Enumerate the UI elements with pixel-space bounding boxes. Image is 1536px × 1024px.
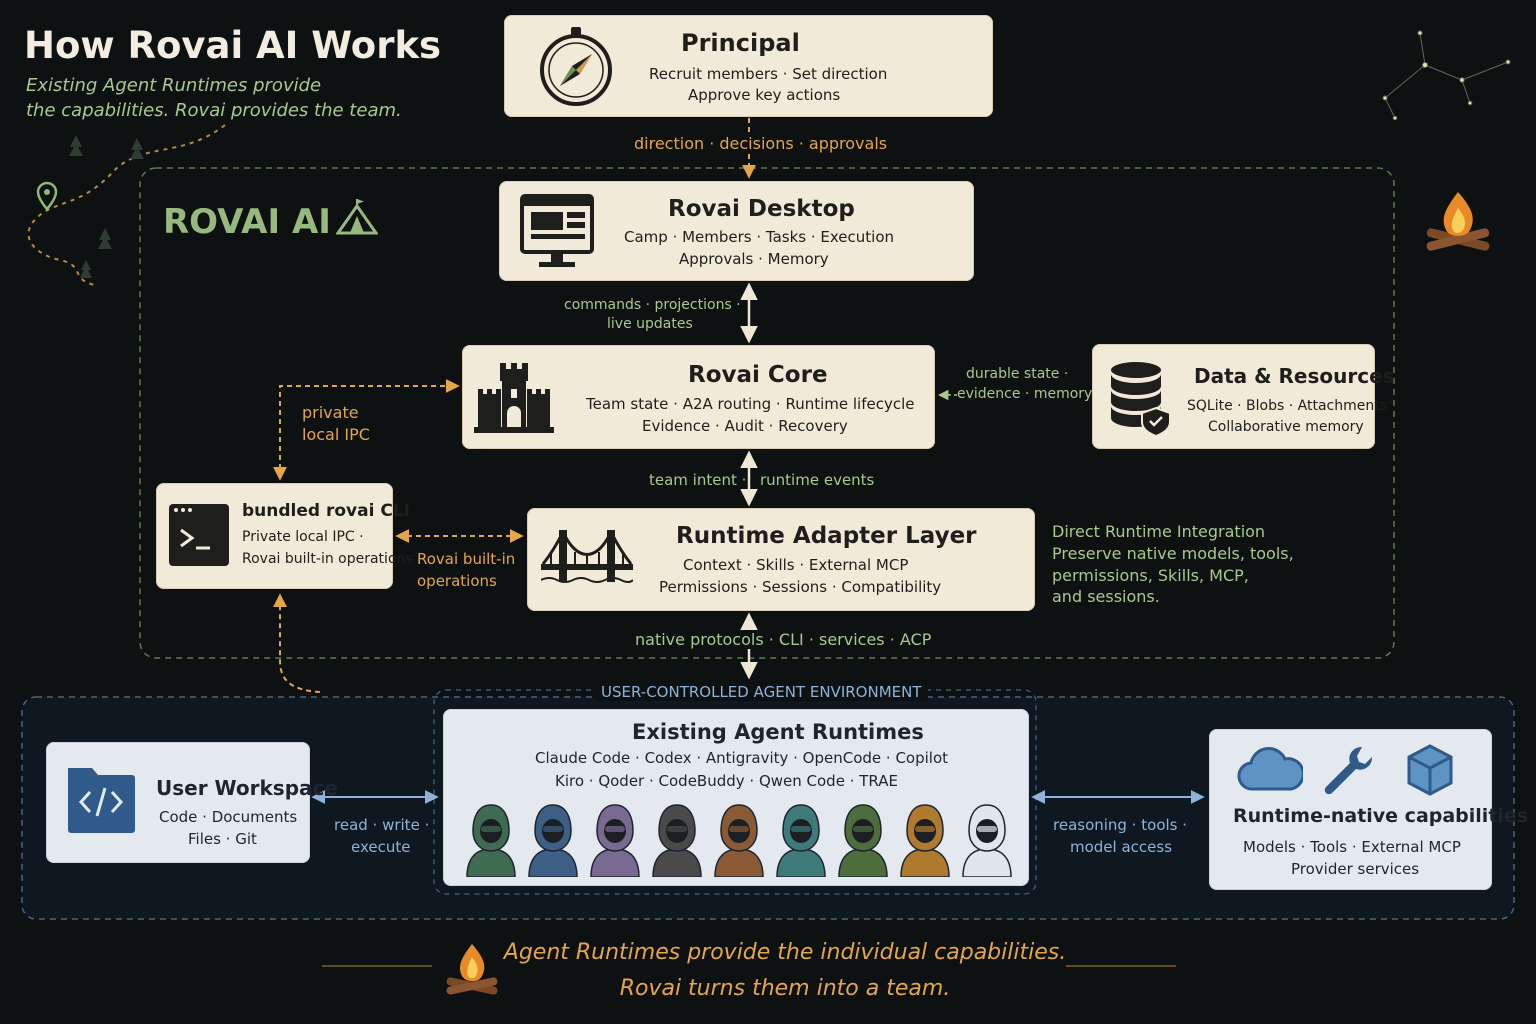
rovai-core-line1: Team state · A2A routing · Runtime lifec…: [586, 395, 915, 413]
flow-reasoning-label-line2: model access: [1070, 838, 1173, 856]
footer-line2: Rovai turns them into a team.: [619, 976, 951, 1001]
principal-card[interactable]: Principal Recruit members · Set directio…: [504, 15, 993, 117]
flow-runtime-events-label: runtime events: [760, 471, 875, 489]
code-folder-icon: [68, 768, 135, 833]
castle-icon: [474, 363, 554, 433]
agent-runtimes-card[interactable]: Existing Agent Runtimes Claude Code · Co…: [443, 709, 1029, 886]
rovai-desktop-line1: Camp · Members · Tasks · Execution: [624, 228, 895, 246]
data-resources-card[interactable]: Data & Resources SQLite · Blobs · Attach…: [1092, 344, 1395, 449]
rovai-core-title: Rovai Core: [688, 362, 828, 388]
direct-integration-line3: and sessions.: [1052, 587, 1160, 606]
runtime-adapter-line2: Permissions · Sessions · Compatibility: [659, 578, 942, 596]
user-workspace-card[interactable]: User Workspace Code · Documents Files · …: [46, 742, 338, 863]
page-title: How Rovai AI Works: [24, 24, 442, 67]
rovai-core-line2: Evidence · Audit · Recovery: [642, 417, 848, 435]
flow-ops-label-line2: operations: [417, 572, 497, 590]
agent-avatar-icon: [838, 804, 888, 877]
env-cli-arrow: [273, 593, 321, 693]
constellation-decoration: [1382, 30, 1511, 121]
data-resources-line2: Collaborative memory: [1208, 419, 1364, 435]
runtime-adapter-line1: Context · Skills · External MCP: [683, 556, 909, 574]
rovai-desktop-line2: Approvals · Memory: [679, 250, 829, 268]
agent-avatar-icon: [652, 804, 702, 877]
direct-integration-title: Direct Runtime Integration: [1052, 522, 1266, 541]
map-pin-icon: [36, 181, 58, 211]
footer-line1: Agent Runtimes provide the individual ca…: [503, 940, 1067, 965]
user-env-zone-label: USER-CONTROLLED AGENT ENVIRONMENT: [595, 683, 928, 701]
user-workspace-line2: Files · Git: [188, 830, 257, 848]
page-subtitle-line2: the capabilities. Rovai provides the tea…: [26, 100, 402, 121]
bridge-icon: [541, 530, 633, 583]
rovai-cli-card[interactable]: bundled rovai CLI Private local IPC · Ro…: [156, 483, 413, 589]
campfire-icon: [1426, 192, 1490, 251]
cli-core-arrow: [273, 379, 460, 481]
runtime-adapter-card[interactable]: Runtime Adapter Layer Context · Skills ·…: [527, 508, 1035, 611]
user-workspace-line1: Code · Documents: [159, 808, 298, 826]
flow-team-intent-label: team intent ·: [649, 471, 747, 489]
cloud-icon: [1237, 747, 1303, 791]
database-icon: [1111, 362, 1171, 436]
principal-line2: Approve key actions: [688, 86, 841, 104]
agent-avatar-icon: [900, 804, 950, 877]
rovai-desktop-card[interactable]: Rovai Desktop Camp · Members · Tasks · E…: [499, 181, 974, 281]
data-resources-title: Data & Resources: [1194, 364, 1395, 388]
direct-integration-line2: permissions, Skills, MCP,: [1052, 566, 1249, 585]
runtime-capabilities-title: Runtime-native capabilities: [1233, 805, 1529, 827]
tent-icon: [336, 199, 378, 235]
principal-line1: Recruit members · Set direction: [649, 65, 888, 83]
flow-ipc-label-line1: private: [302, 403, 359, 422]
flow-ipc-label-line2: local IPC: [302, 425, 370, 444]
flow-principal-label: direction · decisions · approvals: [632, 134, 890, 153]
wrench-icon: [1324, 746, 1373, 795]
rovai-cli-title: bundled rovai CLI: [242, 501, 410, 521]
compass-icon: [540, 27, 612, 106]
flow-workspace-label-line2: execute: [351, 838, 411, 856]
rovai-core-card[interactable]: Rovai Core Team state · A2A routing · Ru…: [462, 345, 935, 449]
rovai-cli-line1: Private local IPC ·: [242, 529, 364, 545]
rovai-zone-border: [139, 167, 1395, 659]
flow-reasoning-label-line1: reasoning · tools ·: [1053, 816, 1188, 834]
principal-title: Principal: [681, 29, 800, 57]
data-resources-line1: SQLite · Blobs · Attachments: [1187, 398, 1388, 414]
runtime-adapter-title: Runtime Adapter Layer: [676, 523, 977, 549]
agent-avatar-icon: [590, 804, 640, 877]
box-icon: [1407, 744, 1453, 796]
flow-desktop-label-line1: commands · projections ·: [564, 297, 741, 313]
agent-runtimes-title: Existing Agent Runtimes: [632, 720, 924, 744]
agent-avatar-icon: [466, 804, 516, 877]
flow-data-label-line2: evidence · memory: [957, 386, 1093, 402]
terminal-icon: [169, 504, 229, 566]
agent-avatars-row: [459, 801, 1015, 879]
flow-workspace-label-line1: read · write ·: [334, 816, 430, 834]
runtime-capabilities-line1: Models · Tools · External MCP: [1243, 838, 1461, 856]
trail-decoration: [27, 124, 226, 286]
agent-runtimes-line1: Claude Code · Codex · Antigravity · Open…: [535, 749, 949, 767]
agent-avatar-icon: [962, 804, 1012, 877]
rovai-cli-line2: Rovai built-in operations: [242, 551, 413, 567]
flow-ops-label-line1: Rovai built-in: [417, 550, 516, 568]
flow-desktop-label-line2: live updates: [607, 316, 693, 332]
flow-data-label-line1: durable state ·: [966, 366, 1069, 382]
footer-campfire-icon: [446, 944, 498, 995]
user-workspace-title: User Workspace: [156, 776, 338, 800]
agent-avatar-icon: [714, 804, 764, 877]
rovai-zone-label: ROVAI AI: [163, 202, 331, 242]
direct-integration-line1: Preserve native models, tools,: [1052, 544, 1294, 563]
rovai-desktop-title: Rovai Desktop: [668, 196, 855, 222]
agent-avatar-icon: [528, 804, 578, 877]
agent-avatar-icon: [776, 804, 826, 877]
runtime-capabilities-card[interactable]: Runtime-native capabilities Models · Too…: [1209, 729, 1528, 890]
runtime-capabilities-line2: Provider services: [1291, 860, 1420, 878]
page-subtitle-line1: Existing Agent Runtimes provide: [26, 75, 322, 96]
flow-native-label: native protocols · CLI · services · ACP: [635, 630, 932, 649]
tree-icon: [69, 135, 144, 278]
agent-runtimes-line2: Kiro · Qoder · CodeBuddy · Qwen Code · T…: [555, 772, 898, 790]
monitor-icon: [520, 194, 594, 267]
